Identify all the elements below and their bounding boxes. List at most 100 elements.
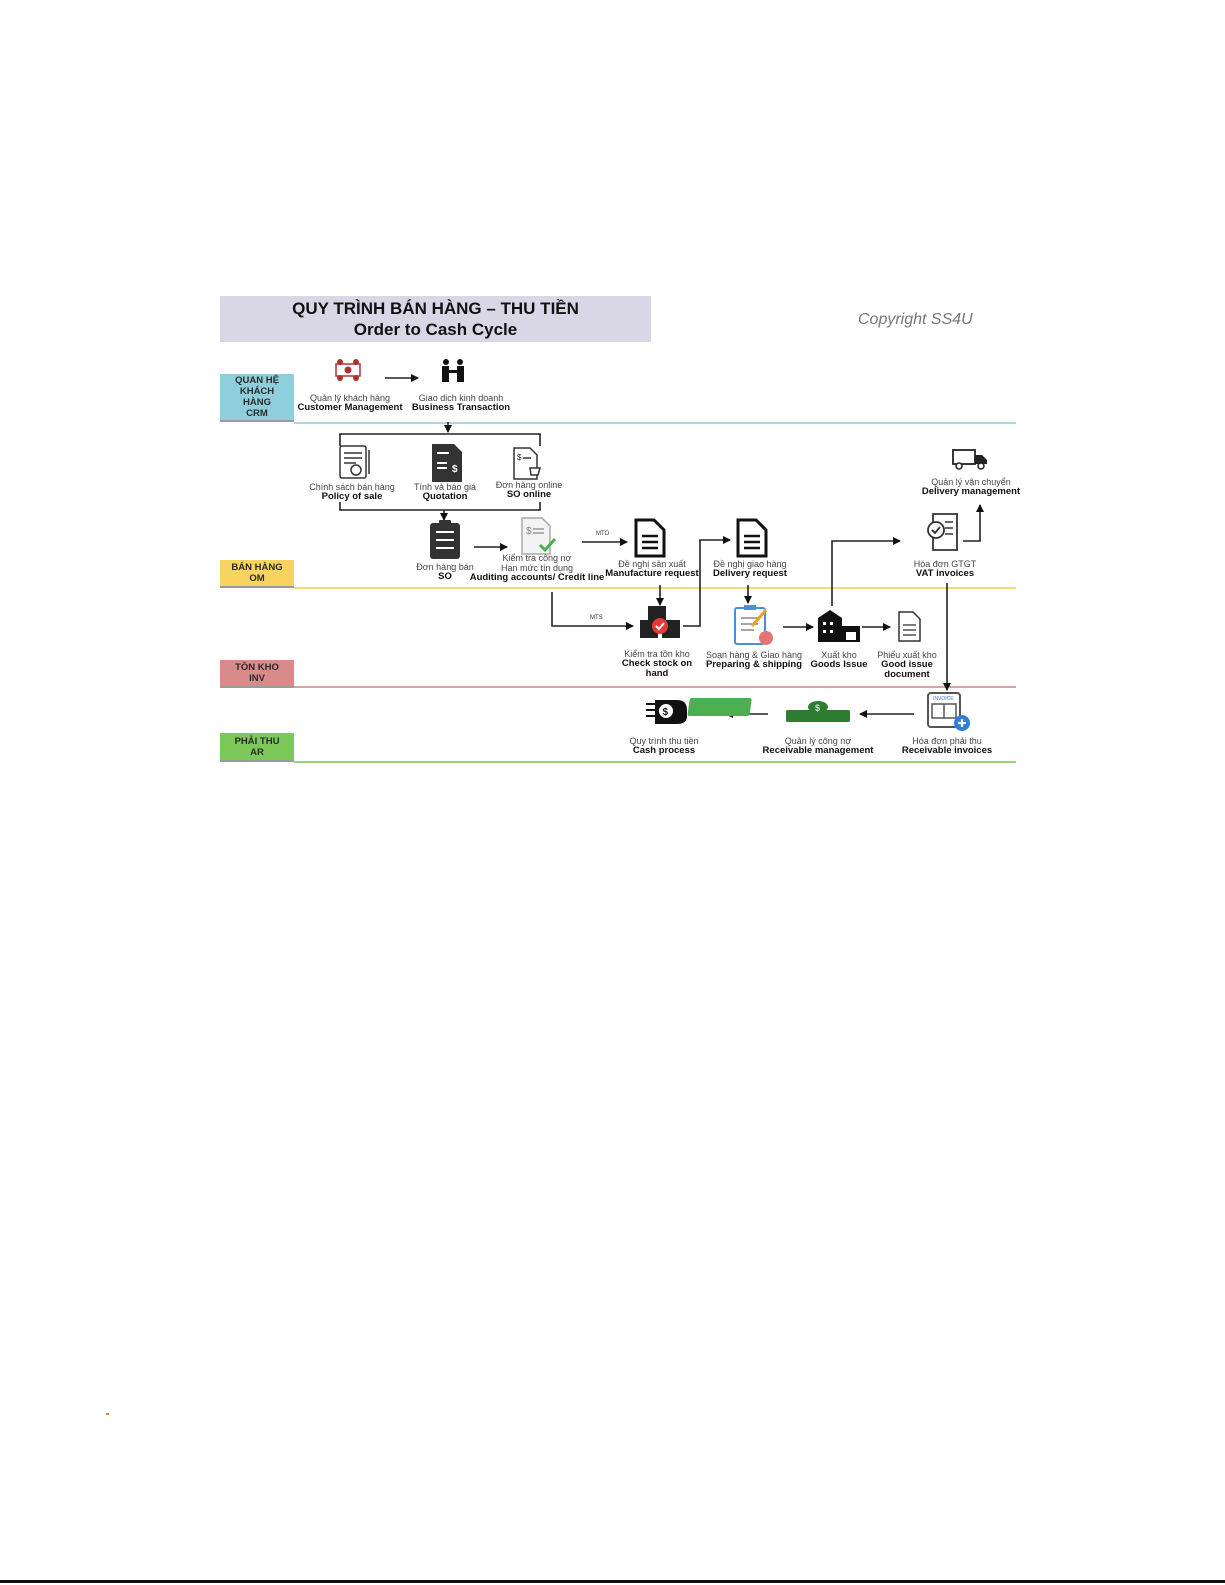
node-customer-management: Quản lý khách hàng Customer Management <box>297 393 402 413</box>
label-en: Auditing accounts/ Credit line <box>469 572 605 583</box>
label-en: Receivable invoices <box>901 745 993 756</box>
network-people-icon <box>335 359 361 381</box>
arrow-vat-to-delivery <box>963 504 984 542</box>
label-vi: Đơn hàng online <box>495 480 563 490</box>
label-vi-2: Hạn mức tín dụng <box>500 563 574 573</box>
node-good-issue-document: Phiếu xuất kho Good issue document <box>877 650 937 680</box>
credit-check-icon: $ <box>521 517 557 555</box>
edge-label-mts: MTS <box>590 615 603 621</box>
document-icon <box>736 518 768 558</box>
label-vi: Chính sách bán hàng <box>309 482 395 492</box>
label-vi: Hóa đơn phải thu <box>912 736 982 746</box>
invoice-check-icon <box>927 513 958 551</box>
label-en: SO <box>438 571 452 582</box>
lane-crm-label: QUAN HỆ KHÁCH HÀNG CRM <box>220 374 294 422</box>
certificate-icon <box>339 445 370 479</box>
checklist-clipboard-icon <box>430 520 460 559</box>
page-bottom-border <box>0 1580 1225 1583</box>
node-quotation: Tính và báo giá Quotation <box>414 482 476 502</box>
svg-text:$: $ <box>663 707 669 718</box>
label-en: Delivery management <box>921 486 1021 497</box>
label-vi: Giao dịch kinh doanh <box>418 393 504 403</box>
money-stack-icon: $ <box>687 698 850 722</box>
label-vi: Quản lý vận chuyển <box>931 477 1011 487</box>
label-en: Preparing & shipping <box>705 659 803 670</box>
label-en: Delivery request <box>713 568 787 579</box>
truck-icon <box>952 449 987 470</box>
node-delivery-management: Quản lý vận chuyển Delivery management <box>922 477 1020 497</box>
arrow-mts <box>551 592 634 630</box>
edge-label-mto: MTO <box>596 531 610 537</box>
online-order-icon: $ <box>513 447 541 480</box>
svg-text:$: $ <box>517 453 522 462</box>
node-vat-invoices: Hóa đơn GTGT VAT invoices <box>914 559 976 579</box>
label-en-1: Good issue <box>881 659 933 670</box>
label-en-2: hand <box>645 668 669 679</box>
label-en-2: document <box>884 669 930 680</box>
label-vi: Quản lý khách hàng <box>309 393 391 403</box>
label-en: Customer Management <box>297 402 403 413</box>
label-en: Quotation <box>422 491 468 502</box>
label-vi: Hóa đơn GTGT <box>913 559 977 569</box>
lane-ar-line <box>294 761 1016 763</box>
node-delivery-request: Đề nghị giao hàng Delivery request <box>713 559 787 579</box>
diagram-title: QUY TRÌNH BÁN HÀNG – THU TIỀN Order to C… <box>220 296 651 342</box>
label-en: Business Transaction <box>411 402 511 413</box>
label-en: VAT invoices <box>915 568 975 579</box>
label-en: Receivable management <box>762 745 874 756</box>
node-policy-of-sale: Chính sách bán hàng Policy of sale <box>309 482 395 502</box>
document-icon <box>634 518 666 558</box>
node-cash-process: Quy trình thu tiền Cash process <box>629 736 698 756</box>
label-vi: Xuất kho <box>821 650 857 660</box>
stray-mark <box>106 1413 109 1415</box>
copyright-text: Copyright SS4U <box>858 311 973 328</box>
label-vi: Phiếu xuất kho <box>877 650 937 660</box>
label-en: Policy of sale <box>321 491 383 502</box>
label-en-1: Check stock on <box>621 658 693 669</box>
title-vietnamese: QUY TRÌNH BÁN HÀNG – THU TIỀN <box>292 299 579 318</box>
label-vi: Quản lý công nợ <box>784 736 852 746</box>
clipboard-cart-icon <box>734 605 773 645</box>
invoice-add-icon: INVOICE <box>927 692 970 731</box>
node-so-online: Đơn hàng online SO online <box>496 480 562 500</box>
lane-crm-en: CRM <box>246 408 268 419</box>
node-goods-issue: Xuất kho Goods Issue <box>810 650 867 670</box>
label-vi: Đề nghị giao hàng <box>713 559 787 569</box>
svg-text:$: $ <box>815 703 820 713</box>
arrow-issue-to-vat <box>831 537 901 606</box>
node-sales-order: Đơn hàng bán SO <box>416 562 473 582</box>
node-preparing-shipping: Soạn hàng & Giao hàng Preparing & shippi… <box>706 650 802 670</box>
lane-om-label: BÁN HÀNG OM <box>220 560 294 588</box>
label-vi: Quy trình thu tiền <box>629 736 699 746</box>
label-en: Cash process <box>632 745 696 756</box>
cash-hand-icon: $ <box>646 700 687 724</box>
title-english: Order to Cash Cycle <box>353 320 518 339</box>
label-en: Goods Issue <box>810 659 868 670</box>
document-outline-icon <box>898 611 921 642</box>
lane-inv-label: TỒN KHO INV <box>220 660 294 688</box>
label-vi: Tính và báo giá <box>413 482 477 492</box>
lane-crm-vi: QUAN HỆ KHÁCH HÀNG <box>235 375 279 408</box>
node-business-transaction: Giao dịch kinh doanh Business Transactio… <box>412 393 510 413</box>
label-en: SO online <box>506 489 552 500</box>
lane-crm-line <box>294 422 1016 424</box>
boxes-check-icon <box>640 606 680 638</box>
svg-text:$: $ <box>452 464 458 475</box>
label-vi: Soạn hàng & Giao hàng <box>705 650 803 660</box>
node-receivable-invoices: Hóa đơn phải thu Receivable invoices <box>902 736 992 756</box>
node-credit-check: Kiểm tra công nợ Hạn mức tín dụng Auditi… <box>470 553 605 583</box>
warehouse-icon <box>818 610 860 642</box>
lane-om-line <box>294 587 1016 589</box>
node-check-stock: Kiểm tra tồn kho Check stock on hand <box>622 649 692 679</box>
node-receivable-management: Quản lý công nợ Receivable management <box>763 736 874 756</box>
bracket-bottom <box>339 502 541 511</box>
label-en: Manufacture request <box>605 568 699 579</box>
label-vi: Đề nghị sản xuất <box>618 559 686 569</box>
lane-ar-vi: PHẢI THU <box>234 735 280 747</box>
label-vi: Đơn hàng bán <box>416 562 474 572</box>
lane-inv-en: INV <box>249 673 265 684</box>
lane-om-vi: BÁN HÀNG <box>231 562 283 573</box>
arrow-stock-to-delivery <box>683 536 731 627</box>
lane-inv-line <box>294 686 1016 688</box>
